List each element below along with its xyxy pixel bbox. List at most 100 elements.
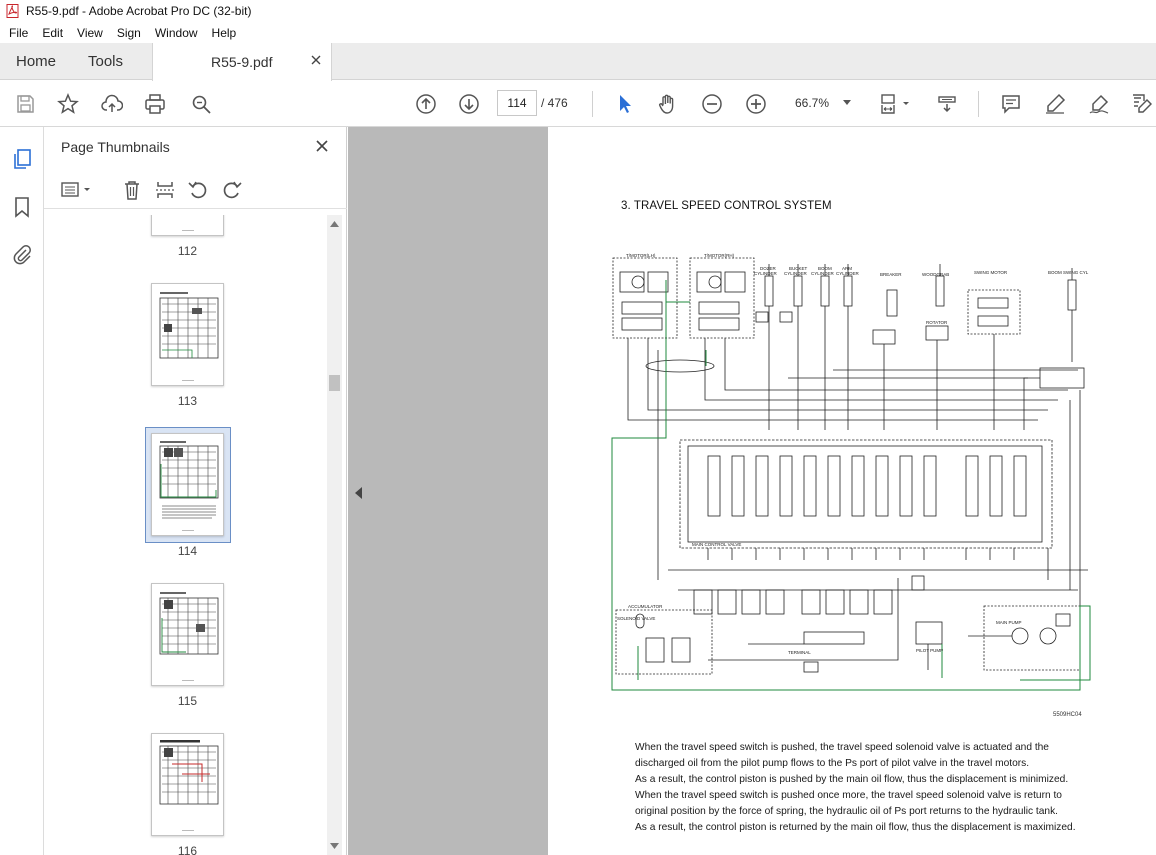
menu-help[interactable]: Help [211,25,237,40]
sign-pen-icon [1089,94,1109,114]
page-thumbnails-panel: Page Thumbnails 112 113 [44,127,347,855]
label-solenoid-valve: SOLENOID VALVE [617,616,655,621]
tab-home[interactable]: Home [16,53,57,70]
thumbnail-scrollbar[interactable] [327,215,342,855]
thumbnail-page-112[interactable] [151,215,224,236]
zoom-in-button[interactable] [743,91,769,117]
star-icon [57,93,79,114]
rotate-clockwise-icon[interactable] [221,179,243,201]
bookmark-star-button[interactable] [55,91,81,117]
menu-view[interactable]: View [77,25,103,40]
menu-edit[interactable]: Edit [42,25,64,40]
navigation-rail [0,127,44,855]
extract-pages-icon[interactable] [154,179,176,201]
upload-cloud-button[interactable] [99,91,125,117]
edit-pdf-button[interactable] [1128,91,1154,117]
previous-page-button[interactable] [413,91,439,117]
close-panel-icon[interactable] [314,138,330,154]
print-button[interactable] [142,91,168,117]
tab-document[interactable]: R55-9.pdf [152,43,332,81]
save-button[interactable] [12,91,38,117]
label-dozer-cylinder: CYLINDER [754,271,778,276]
thumbnail-page-113[interactable] [151,283,224,386]
scroll-up-arrow-icon[interactable] [330,221,339,227]
close-tab-icon[interactable] [309,53,323,67]
body-line: As a result, the control piston is pushe… [635,773,1069,785]
hand-tool-button[interactable] [655,91,681,117]
label-accumulator: ACCUMULATOR [628,604,663,609]
page-number-input[interactable]: 114 [497,90,537,116]
chevron-down-icon[interactable] [843,100,851,106]
panel-title: Page Thumbnails [61,139,170,155]
zoom-out-button[interactable] [699,91,725,117]
thumbnail-toolbar [44,171,347,209]
label-woodgrab: WOODGRAB [922,272,949,277]
hydraulic-schematic: T/MOTOR(LH) T/MOTOR(RH) DOZER CYLINDER B… [611,253,1091,691]
scrolling-mode-button[interactable] [934,91,960,117]
label-dozer: DOZER [760,266,777,271]
main-toolbar: 114 / 476 66.7% [0,81,1156,127]
title-bar: R55-9.pdf - Adobe Acrobat Pro DC (32-bit… [0,0,1156,22]
body-line: When the travel speed switch is pushed o… [635,789,1062,801]
next-page-button[interactable] [456,91,482,117]
body-line: As a result, the control piston is retur… [635,821,1076,833]
section-heading: 3. TRAVEL SPEED CONTROL SYSTEM [621,200,832,212]
thumbnail-page-114[interactable] [151,433,224,536]
page-preview [182,230,194,231]
page-preview [159,441,219,531]
label-boom-cylinder: CYLINDER [811,271,835,276]
edit-document-icon [1133,94,1152,113]
save-icon [17,95,34,113]
menu-sign[interactable]: Sign [116,25,141,40]
body-line: discharged oil from the pilot pump flows… [635,757,1030,769]
attachment-paperclip-icon[interactable] [11,243,33,265]
scrollbar-thumb[interactable] [329,375,340,391]
label-terminal: TERMINAL [788,650,811,655]
label-bucket: BUCKET [789,266,808,271]
bookmark-icon[interactable] [11,196,33,218]
menu-file[interactable]: File [9,25,29,40]
fill-sign-button[interactable] [1086,91,1112,117]
minus-circle-icon [702,94,722,114]
plus-circle-icon [746,94,766,114]
label-arm: ARM [842,266,852,271]
scroll-down-arrow-icon[interactable] [330,843,339,849]
highlight-button[interactable] [1042,91,1068,117]
comment-button[interactable] [998,91,1024,117]
label-breaker: BREAKER [880,272,902,277]
menu-window[interactable]: Window [154,25,198,40]
thumbnail-label: 116 [177,844,198,855]
body-line: original position by the force of spring… [635,805,1059,817]
toolbar-divider [592,91,593,117]
label-tmotor-rh: T/MOTOR(RH) [704,253,735,258]
options-menu-icon[interactable] [60,179,94,201]
toolbar-divider [978,91,979,117]
acrobat-pdf-icon [6,4,19,18]
find-zoom-button[interactable] [188,91,214,117]
label-bucket-cylinder: CYLINDER [784,271,808,276]
thumbnail-label: 115 [177,694,198,708]
window-title: R55-9.pdf - Adobe Acrobat Pro DC (32-bit… [26,4,252,18]
select-tool-button[interactable] [612,91,638,117]
cursor-arrow-icon [620,95,631,113]
page-preview [159,592,219,681]
label-tmotor-lh: T/MOTOR(LH) [626,253,656,258]
page-thumbnails-icon[interactable] [11,148,33,170]
document-viewport[interactable]: 3. TRAVEL SPEED CONTROL SYSTEM [348,127,1156,855]
hand-icon [659,94,674,114]
tab-tools[interactable]: Tools [88,53,124,70]
menu-bar: File Edit View Sign Window Help [0,22,1156,43]
zoom-level-dropdown[interactable]: 66.7% [795,96,830,110]
thumbnail-page-116[interactable] [151,733,224,836]
thumbnail-label: 114 [177,544,198,558]
delete-pages-icon[interactable] [121,179,143,201]
collapse-panel-arrow-icon[interactable] [355,487,363,499]
label-pilot-pump: PILOT PUMP [916,648,943,653]
page-fit-button[interactable] [878,91,912,117]
label-rotator: ROTATOR [926,320,948,325]
rotate-counterclockwise-icon[interactable] [187,179,209,201]
fit-page-icon [881,94,909,114]
pdf-page: 3. TRAVEL SPEED CONTROL SYSTEM [548,127,1156,855]
label-main-pump: MAIN PUMP [996,620,1022,625]
thumbnail-page-115[interactable] [151,583,224,686]
